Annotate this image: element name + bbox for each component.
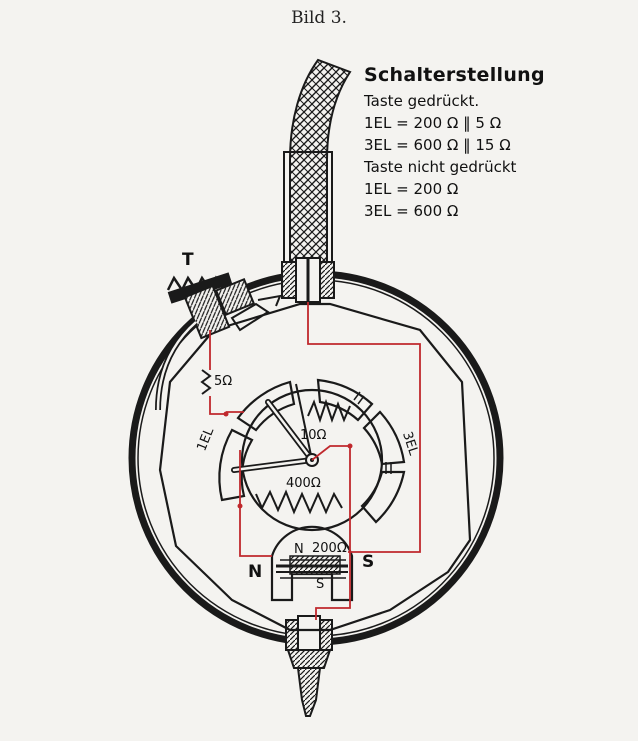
legend-line-2: 1EL = 200 Ω ‖ 5 Ω (364, 114, 502, 132)
pole-s-label: S (362, 552, 375, 572)
pole-n-label: N (248, 562, 263, 582)
legend-block: Schalterstellung Taste gedrückt. 1EL = 2… (364, 64, 545, 222)
coil-10ohm (307, 398, 351, 424)
key-switch (166, 272, 282, 340)
legend-line-3: 3EL = 600 Ω ‖ 15 Ω (364, 136, 511, 154)
magnet-assembly (270, 525, 354, 602)
resistor-10-label: 10Ω (300, 428, 327, 443)
bottom-connector (285, 615, 333, 717)
legend-line-1: Taste gedrückt. (364, 92, 480, 110)
dial-disc (240, 388, 384, 532)
resistor-400-label: 400Ω (286, 476, 321, 491)
top-connector (281, 257, 335, 303)
resistor-200-label: 200Ω (312, 541, 347, 556)
coil-400ohm (255, 489, 343, 515)
legend-line-5: 1EL = 200 Ω (364, 180, 459, 198)
legend-line-4: Taste nicht gedrückt (364, 158, 517, 176)
selector-ring (218, 378, 406, 524)
coil-5ohm (200, 369, 212, 395)
selector-lever (231, 383, 319, 473)
key-label: T (182, 250, 194, 270)
legend-title: Schalterstellung (364, 64, 545, 86)
cable-sleeve (289, 58, 352, 263)
resistor-5-label: 5Ω (214, 374, 233, 389)
magnet-n-label: N (294, 542, 304, 557)
inner-plate (158, 302, 472, 632)
figure-caption: Bild 3. (291, 8, 347, 28)
legend-line-6: 3EL = 600 Ω (364, 202, 459, 220)
magnet-s-label: S (316, 577, 325, 592)
red-wiring (209, 302, 421, 620)
